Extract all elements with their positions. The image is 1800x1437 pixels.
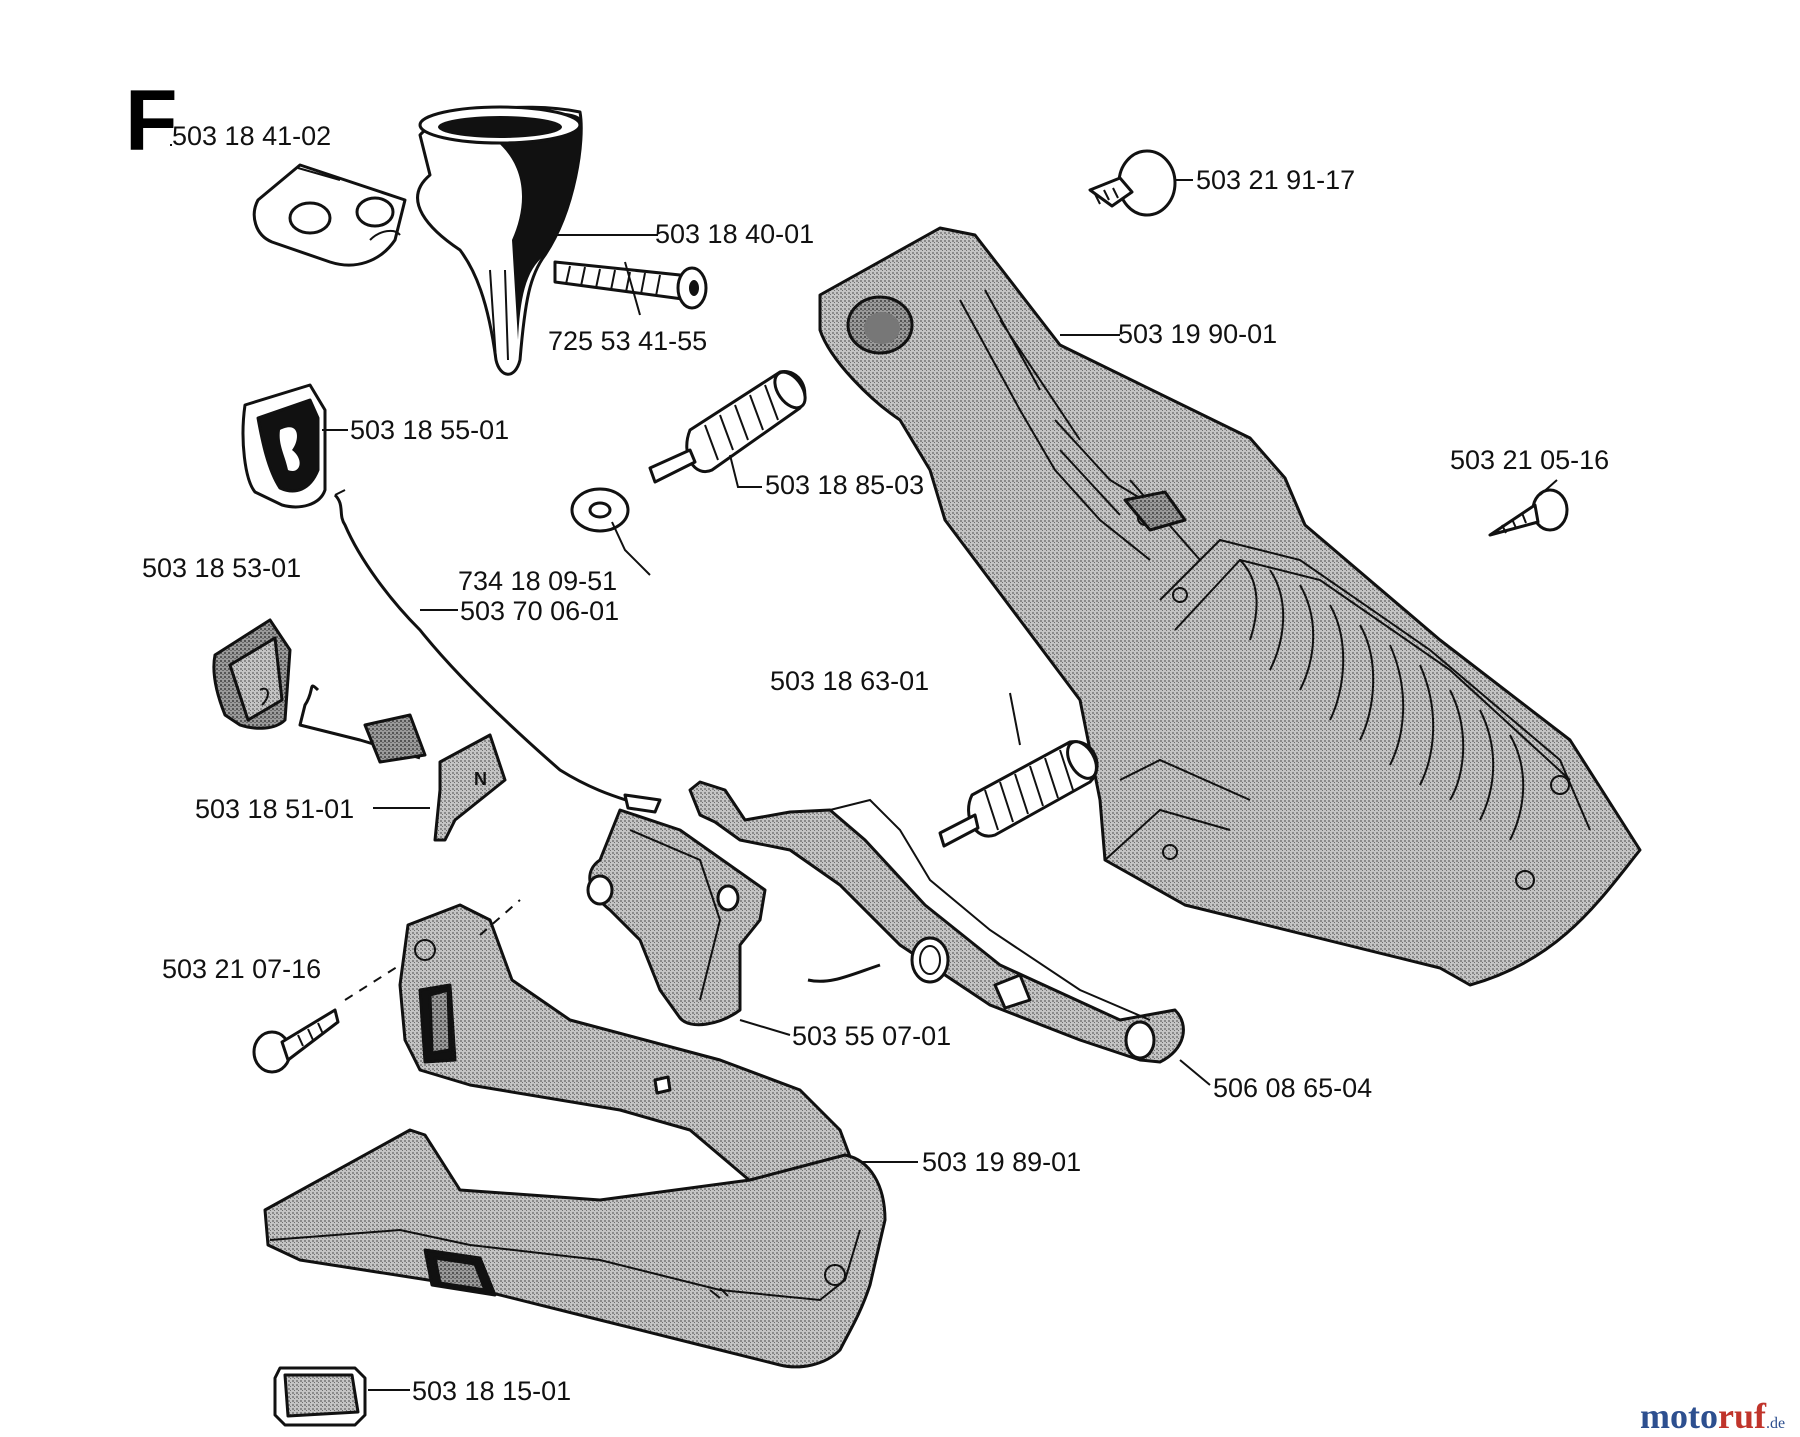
oil-funnel-part: [416, 105, 583, 376]
flange-gasket-part: [252, 163, 407, 267]
screw-503-21-91-17-part: [1088, 149, 1177, 217]
bolt-725-53-41-55-part: [553, 260, 708, 310]
part-labels: 503 18 41-02 503 21 91-17 503 18 40-01 5…: [142, 121, 1609, 1406]
washer-734-18-09-51-part: [570, 487, 630, 533]
screw-503-21-05-16-part: [1488, 488, 1569, 537]
switch-cover-503-18-53-01-part: [212, 618, 292, 730]
label-503-18-85-03: 503 18 85-03: [765, 470, 924, 500]
boot-503-18-55-01-part: [241, 383, 327, 509]
label-503-19-89-01: 503 19 89-01: [922, 1147, 1081, 1177]
spring-503-18-63-01-part: [938, 740, 1099, 848]
throttle-lock-506-08-65-04-part: [688, 780, 1185, 1064]
label-503-70-06-01: 503 70 06-01: [460, 596, 619, 626]
label-503-18-15-01: 503 18 15-01: [412, 1376, 571, 1406]
leader-lines: [170, 144, 1558, 1391]
label-503-21-07-16: 503 21 07-16: [162, 954, 321, 984]
front-handle-503-19-89-01-part: [263, 1128, 887, 1369]
label-503-18-51-01: 503 18 51-01: [195, 794, 354, 824]
plug-503-18-15-01-part: [273, 1366, 367, 1427]
section-letter: F: [125, 73, 178, 169]
label-503-18-53-01: 503 18 53-01: [142, 553, 301, 583]
label-503-21-05-16: 503 21 05-16: [1450, 445, 1609, 475]
screw-503-21-07-16-part: [252, 1008, 340, 1074]
label-506-08-65-04: 506 08 65-04: [1213, 1073, 1372, 1103]
svg-text:motoruf.de: motoruf.de: [1640, 1396, 1785, 1436]
label-503-18-41-02: 503 18 41-02: [172, 121, 331, 151]
throttle-trigger-503-55-07-01-part: [586, 808, 767, 1027]
throttle-cable-503-70-06-01-part: [333, 489, 662, 814]
watermark-logo: motoruf.de: [1640, 1396, 1785, 1436]
svg-text:N: N: [474, 769, 487, 789]
stop-switch-503-18-51-01-part: N: [298, 684, 507, 842]
label-725-53-41-55: 725 53 41-55: [548, 326, 707, 356]
label-503-18-40-01: 503 18 40-01: [655, 219, 814, 249]
label-503-21-91-17: 503 21 91-17: [1196, 165, 1355, 195]
label-503-18-63-01: 503 18 63-01: [770, 666, 929, 696]
label-503-18-55-01: 503 18 55-01: [350, 415, 509, 445]
rear-handle-part: [398, 903, 857, 1197]
handle-housing-right-part: [818, 226, 1642, 987]
label-734-18-09-51: 734 18 09-51: [458, 566, 617, 596]
damper-503-18-85-03-part: [648, 370, 807, 484]
label-503-55-07-01: 503 55 07-01: [792, 1021, 951, 1051]
label-503-19-90-01: 503 19 90-01: [1118, 319, 1277, 349]
